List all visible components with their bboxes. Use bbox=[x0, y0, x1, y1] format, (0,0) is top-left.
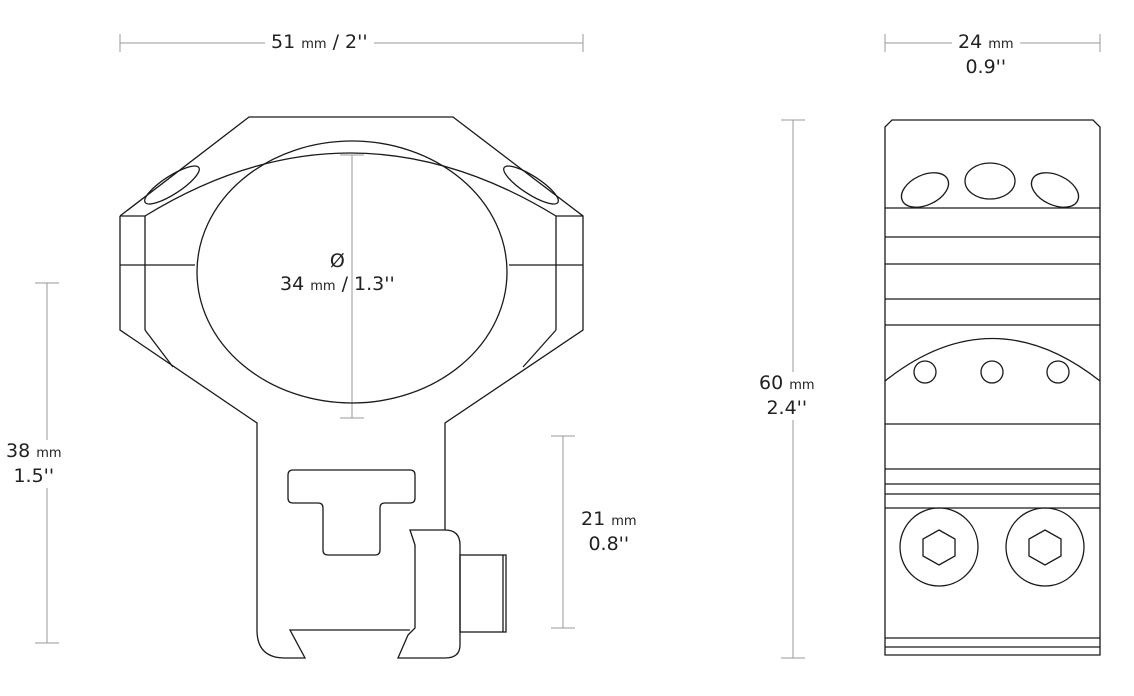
scope-ring-side-view bbox=[884, 119, 1101, 656]
width-label: 51 mm / 2'' bbox=[265, 31, 374, 56]
base-height-dimension-line bbox=[551, 435, 575, 629]
diameter-label: Ø 34 mm / 1.3'' bbox=[280, 250, 395, 295]
diameter-dimension-line bbox=[340, 154, 364, 419]
scope-ring-front-view bbox=[119, 116, 584, 659]
